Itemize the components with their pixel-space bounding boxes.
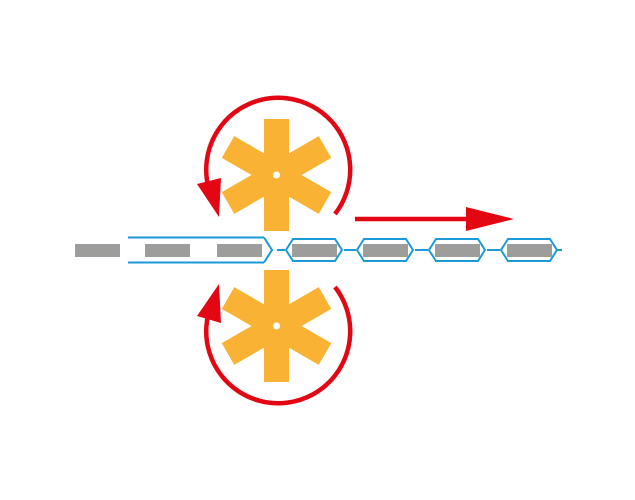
sealed-pack	[487, 238, 562, 262]
bottom-rotation-arrow	[203, 285, 353, 406]
top-roller-icon	[221, 119, 332, 231]
top-rotation-arrowhead-icon	[197, 178, 221, 217]
top-roller-hub	[273, 171, 280, 179]
bottom-roller-hub	[273, 322, 280, 330]
feed-direction-arrowhead-icon	[466, 207, 514, 231]
product-at-rollers	[217, 244, 262, 257]
sealed-pack	[415, 238, 487, 262]
sealed-pack	[344, 238, 415, 262]
bottom-rotation-arrowhead-icon	[197, 284, 221, 323]
film-seal-closure	[263, 236, 274, 264]
product-entering-film	[145, 244, 190, 257]
top-rotation-arrow	[203, 95, 353, 216]
product-unwrapped	[75, 244, 120, 257]
bottom-roller-icon	[221, 270, 332, 382]
sealed-pack	[277, 238, 344, 262]
